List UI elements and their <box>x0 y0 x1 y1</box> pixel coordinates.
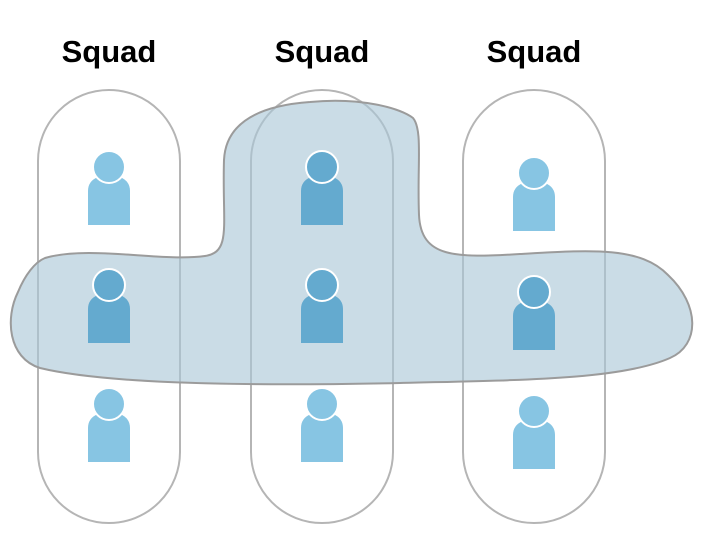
person-body <box>513 302 555 350</box>
person-body <box>88 414 130 462</box>
person-head <box>517 156 551 190</box>
person-icon <box>301 150 343 225</box>
person-body <box>88 295 130 343</box>
squad-2-title: Squad <box>274 34 370 69</box>
person-head <box>305 268 339 302</box>
person-icon <box>513 275 555 350</box>
person-head <box>305 150 339 184</box>
person-body <box>301 177 343 225</box>
person-body <box>513 421 555 469</box>
person-icon <box>88 387 130 462</box>
person-body <box>513 183 555 231</box>
squad-3-title: Squad <box>486 34 582 69</box>
person-head <box>517 394 551 428</box>
person-head <box>92 268 126 302</box>
person-head <box>92 387 126 421</box>
person-head <box>517 275 551 309</box>
person-body <box>301 414 343 462</box>
person-body <box>301 295 343 343</box>
person-icon <box>301 387 343 462</box>
person-icon <box>301 268 343 343</box>
person-icon <box>88 150 130 225</box>
squad-1-title: Squad <box>61 34 157 69</box>
person-icon <box>88 268 130 343</box>
person-head <box>92 150 126 184</box>
person-icon <box>513 394 555 469</box>
person-head <box>305 387 339 421</box>
person-icon <box>513 156 555 231</box>
people-layer <box>88 150 555 469</box>
person-body <box>88 177 130 225</box>
